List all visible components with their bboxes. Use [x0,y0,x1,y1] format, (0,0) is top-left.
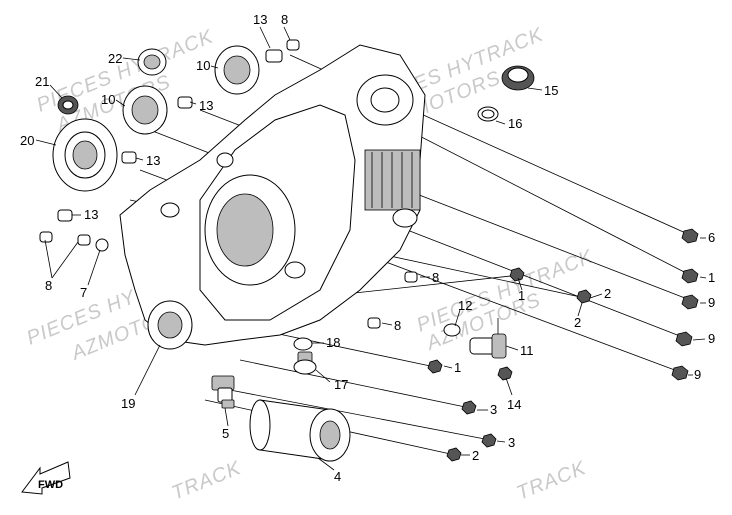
bearing-22 [137,48,167,76]
fwd-arrow-icon: FWD [21,461,71,495]
callout-7: 7 [80,285,87,300]
oil-filter-4 [249,399,351,462]
watermark-track-1: TRACK [169,457,245,505]
dowel-pins [39,39,418,329]
callout-9-b: 9 [708,331,715,346]
callout-8-a: 8 [281,12,288,27]
callout-12: 12 [458,298,472,313]
watermark-track-2: TRACK [514,457,590,505]
callout-13-d: 13 [84,207,98,222]
fwd-label: FWD [38,479,63,491]
callout-13-b: 13 [199,98,213,113]
callout-21: 21 [35,74,49,89]
callout-2-b: 2 [574,315,581,330]
bolt-14 [497,366,513,381]
callout-10-a: 10 [196,58,210,73]
callout-19: 19 [121,396,135,411]
callout-8-c: 8 [45,278,52,293]
callout-3-b: 3 [508,435,515,450]
callout-6: 6 [708,230,715,245]
washer-18 [293,337,313,351]
callout-3-a: 3 [490,402,497,417]
bearing-10-upper [214,45,260,95]
fitting-5 [211,375,235,409]
callout-14: 14 [507,397,521,412]
callout-2-a: 2 [604,286,611,301]
bearing-20 [52,118,118,192]
bearing-10-lower [122,85,168,135]
callout-1-a: 1 [708,270,715,285]
o-ring-16 [477,106,499,122]
filler-cap-15 [501,65,535,91]
callout-4: 4 [334,469,341,484]
callout-13-a: 13 [253,12,267,27]
callout-10-b: 10 [101,92,115,107]
callout-2-c: 2 [472,448,479,463]
seal-21 [57,95,79,115]
crankcase-half [119,44,426,346]
seal-19 [147,300,193,350]
callout-1-c: 1 [454,360,461,375]
callout-15: 15 [544,83,558,98]
callout-17: 17 [334,377,348,392]
callout-8-d: 8 [394,318,401,333]
callout-13-c: 13 [146,153,160,168]
callout-11: 11 [520,343,534,358]
callout-5: 5 [222,426,229,441]
drain-plug-17 [293,351,317,375]
leader-lines [35,26,707,471]
callout-labels: 13 8 22 10 21 10 13 20 13 13 15 16 6 1 9… [20,12,715,484]
callout-18: 18 [326,335,340,350]
callout-20: 20 [20,133,34,148]
callout-1-b: 1 [518,288,525,303]
bolt-heads [427,228,699,462]
callout-22: 22 [108,51,122,66]
callout-9-c: 9 [694,367,701,382]
washer-12 [443,323,461,337]
callout-9-a: 9 [708,295,715,310]
callout-16: 16 [508,116,522,131]
callout-8-b: 8 [432,270,439,285]
